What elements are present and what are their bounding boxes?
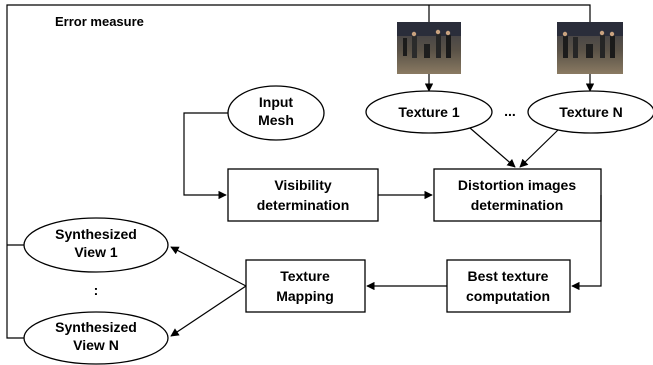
svg-text:determination: determination — [471, 197, 564, 213]
arrow-mapping-synth1 — [170, 246, 247, 287]
svg-text:View 1: View 1 — [74, 244, 118, 260]
input-photo-1 — [397, 22, 461, 74]
svg-text:Input: Input — [259, 94, 294, 110]
svg-text:Mapping: Mapping — [276, 288, 334, 304]
visibility-node: Visibility determination — [227, 168, 379, 222]
svg-text:Synthesized: Synthesized — [55, 226, 137, 242]
arrow-mapping-synthn — [170, 285, 247, 337]
synth-view-1-node: Synthesized View 1 — [23, 217, 169, 273]
best-texture-node: Best texture computation — [446, 259, 571, 313]
feedback-loop-line — [6, 4, 591, 339]
arrow-texture1-distortion — [469, 127, 516, 168]
svg-text:Texture: Texture — [280, 268, 330, 284]
arrow-texturen-distortion — [519, 129, 559, 168]
svg-text:determination: determination — [257, 197, 350, 213]
distortion-node: Distortion images determination — [433, 168, 602, 222]
svg-text:Synthesized: Synthesized — [55, 319, 137, 335]
svg-text:computation: computation — [466, 288, 550, 304]
input-mesh-node: Input Mesh — [227, 85, 325, 141]
svg-text:View N: View N — [73, 337, 119, 353]
texture-1-node: Texture 1 — [365, 90, 493, 134]
svg-text:Texture 1: Texture 1 — [398, 104, 459, 120]
error-measure-label: Error measure — [55, 14, 144, 29]
synth-view-n-node: Synthesized View N — [23, 311, 169, 365]
texture-n-node: Texture N — [527, 90, 653, 134]
input-photo-n — [557, 22, 623, 74]
svg-text:Distortion images: Distortion images — [458, 177, 576, 193]
arrow-distortion-besttexture — [571, 195, 602, 291]
svg-text:Texture N: Texture N — [559, 104, 623, 120]
svg-text:Mesh: Mesh — [258, 112, 294, 128]
textures-ellipsis: ... — [504, 103, 516, 119]
svg-text:Visibility: Visibility — [274, 177, 332, 193]
texture-mapping-node: Texture Mapping — [245, 259, 366, 313]
arrow-mesh-visibility — [183, 112, 228, 200]
views-ellipsis: : — [94, 282, 99, 298]
svg-text:Best texture: Best texture — [468, 268, 549, 284]
